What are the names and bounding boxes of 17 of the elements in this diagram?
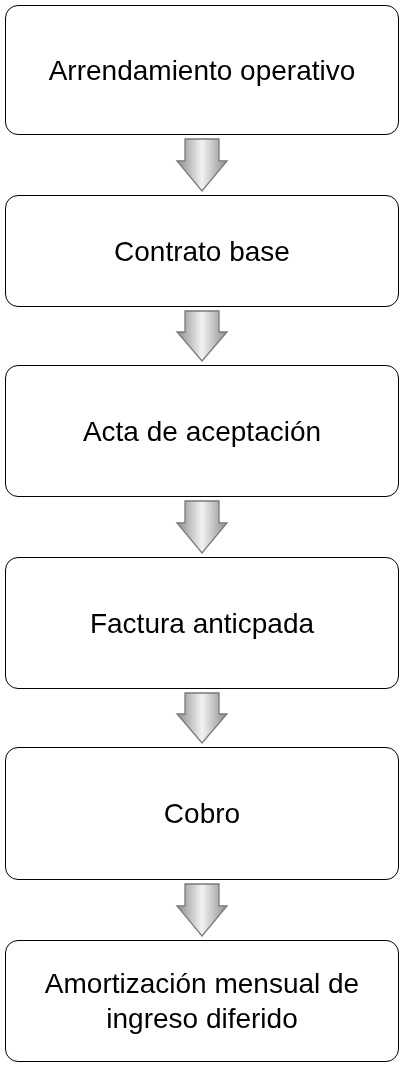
down-arrow <box>175 883 229 937</box>
down-arrow <box>175 692 229 744</box>
box-label: Contrato base <box>114 234 290 269</box>
process-box <box>5 557 399 689</box>
process-box <box>5 747 399 880</box>
process-box <box>5 365 399 497</box>
box-label: Arrendamiento operativo <box>48 53 356 88</box>
box-label: Factura anticpada <box>89 606 315 641</box>
down-arrow <box>175 138 229 192</box>
down-arrow <box>175 500 229 554</box>
process-box <box>5 940 399 1062</box>
process-box <box>5 5 399 135</box>
box-label: Amortización mensual de ingreso diferido <box>43 967 361 1036</box>
box-label: Acta de aceptación <box>82 414 322 449</box>
process-box <box>5 195 399 307</box>
box-label: Cobro <box>163 797 241 831</box>
down-arrow <box>175 310 229 362</box>
